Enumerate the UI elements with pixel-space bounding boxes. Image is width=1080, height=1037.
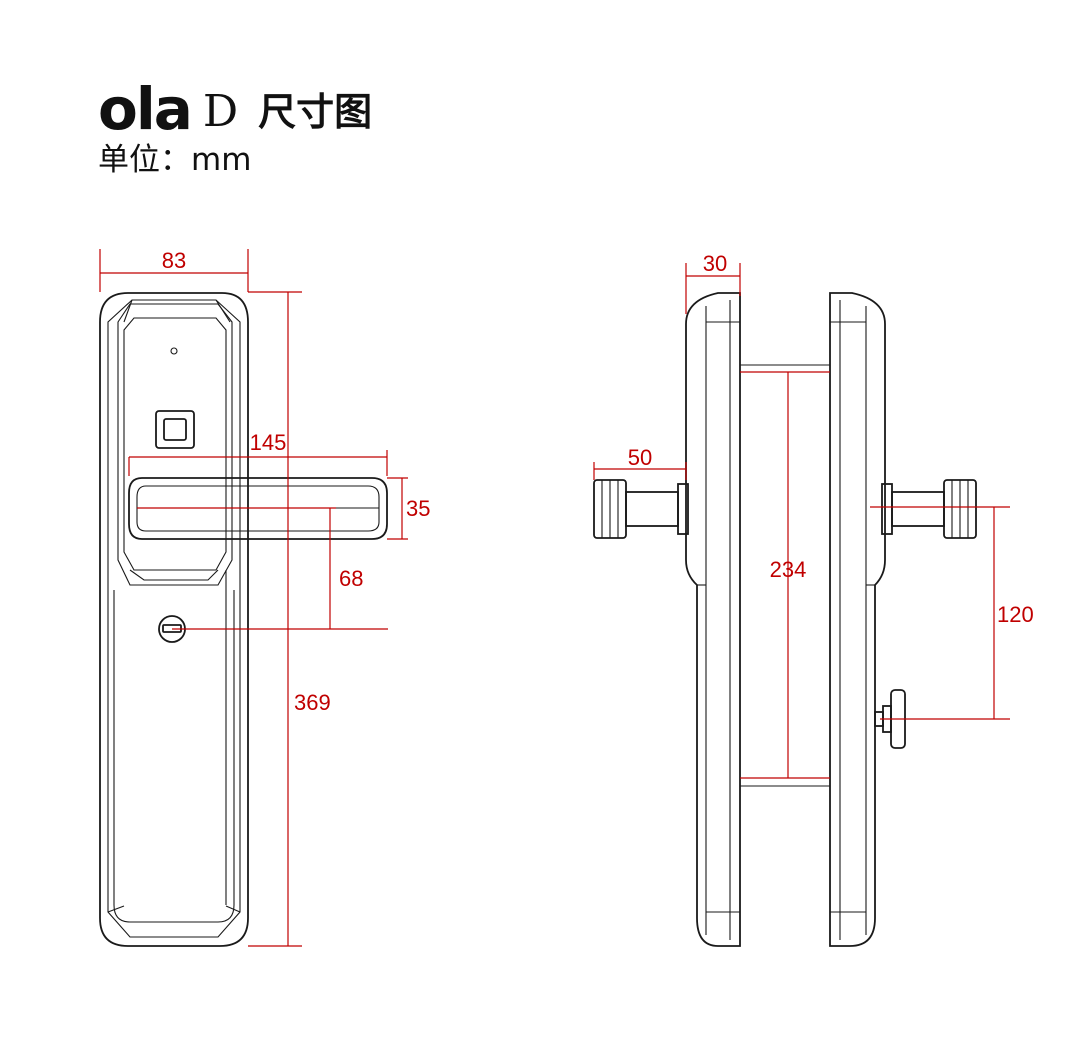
dim-front-width: 83: [162, 248, 186, 273]
side-handle-right: [881, 479, 977, 539]
fingerprint-reader: [155, 410, 195, 449]
front-body-inner-outline: [107, 299, 241, 938]
side-view: [593, 292, 977, 947]
dim-spindle-length: 50: [628, 445, 652, 470]
dim-handle-to-key: 68: [339, 566, 363, 591]
unit-label: 单位：mm: [98, 142, 252, 178]
dim-side-thickness: 30: [703, 251, 727, 276]
front-view: [99, 292, 388, 947]
brand-logo: ola: [98, 75, 193, 143]
dim-door-range: 234: [770, 557, 807, 582]
dim-handle-height: 35: [406, 496, 430, 521]
dim-spindle-to-knob: 120: [997, 602, 1034, 627]
page-title: 尺寸图: [258, 90, 373, 134]
front-dimensions: [99, 249, 408, 947]
brand-row: ola D 尺寸图: [98, 75, 373, 143]
side-dimensions: [593, 263, 1010, 779]
side-plate-right: [829, 292, 886, 947]
front-body-outline: [99, 292, 249, 947]
header: ola D 尺寸图: [98, 75, 373, 143]
dim-total-height: 369: [294, 690, 331, 715]
side-handle-left: [593, 479, 689, 539]
front-upper-panel: [117, 303, 233, 586]
dim-handle-length: 145: [250, 430, 287, 455]
front-sensor-dot: [170, 347, 178, 355]
brand-logo-suffix: D: [202, 86, 239, 137]
front-handle: [128, 477, 388, 540]
side-plate-left: [685, 292, 741, 947]
